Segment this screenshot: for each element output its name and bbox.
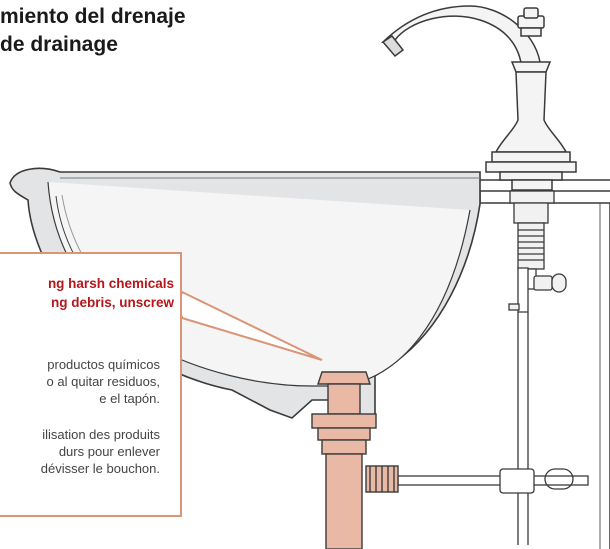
- faucet: [380, 5, 577, 191]
- french-line: dévisser le bouchon.: [40, 461, 160, 476]
- warning-text-french: ilisation des produits durs pour enlever…: [0, 426, 160, 477]
- spanish-line: productos químicos: [47, 357, 160, 372]
- warning-line: ng debris, unscrew: [50, 295, 174, 310]
- french-line: ilisation des produits: [42, 427, 160, 442]
- pivot-rod: [397, 468, 589, 494]
- title-line-spanish: miento del drenaje: [0, 5, 186, 28]
- lift-rod-assembly: [508, 190, 567, 545]
- pop-up-drain: [311, 371, 399, 549]
- warning-line: ng harsh chemicals: [47, 276, 174, 291]
- warning-text-spanish: productos químicos o al quitar residuos,…: [0, 356, 160, 407]
- spanish-line: o al quitar residuos,: [46, 374, 160, 389]
- warning-text-english: ng harsh chemicals ng debris, unscrew: [0, 274, 174, 312]
- french-line: durs pour enlever: [58, 444, 160, 459]
- callout-pointer: [180, 290, 323, 361]
- warning-callout: ng harsh chemicals ng debris, unscrew pr…: [0, 252, 182, 517]
- title-line-french: de drainage: [0, 33, 118, 56]
- spanish-line: e el tapón.: [99, 391, 160, 406]
- countertop: [479, 179, 610, 549]
